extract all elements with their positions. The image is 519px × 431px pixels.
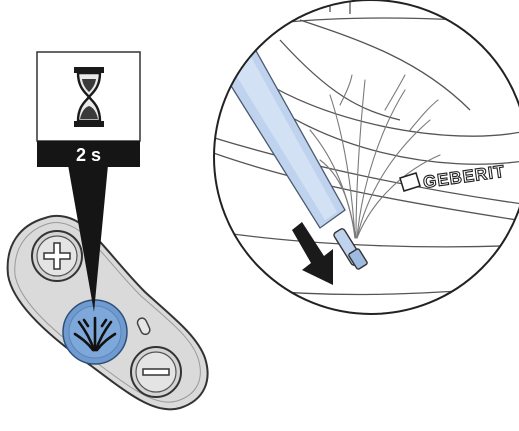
plus-button[interactable]	[32, 231, 82, 281]
duration-label: 2 s	[76, 145, 101, 165]
minus-icon	[143, 369, 169, 375]
spray-button[interactable]	[63, 300, 127, 364]
detail-view: GEBERIT	[200, 0, 519, 320]
remote-control	[8, 216, 208, 409]
minus-button[interactable]	[131, 347, 181, 397]
